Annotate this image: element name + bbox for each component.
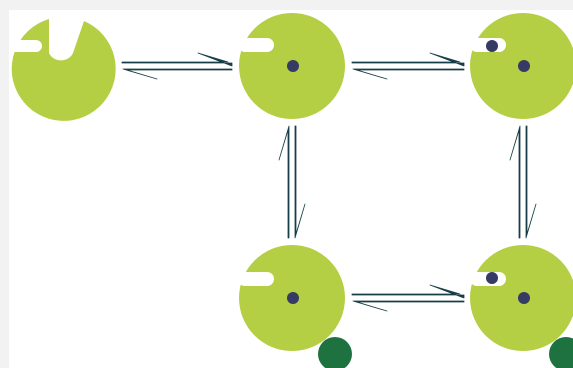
reverse-half-arrow	[122, 68, 233, 80]
down-half-arrow	[525, 125, 537, 239]
equilibrium-arrow-4-5	[351, 284, 465, 312]
equilibrium-arrow-2-4	[278, 125, 306, 239]
small-ligand-dot	[287, 292, 299, 304]
receptor-slot	[9, 40, 42, 52]
small-ligand-dot	[486, 40, 498, 52]
equilibrium-arrow-1-2	[121, 52, 233, 80]
small-ligand-dot	[486, 272, 498, 284]
receptor-slot	[238, 38, 274, 52]
equilibrium-arrow-2-3	[351, 52, 465, 80]
large-ligand-dot	[549, 337, 573, 368]
small-ligand-dot	[287, 60, 299, 72]
receptor-slot	[238, 272, 274, 286]
small-ligand-dot	[518, 60, 530, 72]
state-receptor-2-small	[470, 13, 573, 119]
state-receptor-1-small-large	[238, 245, 352, 368]
state-receptor-1-small	[238, 13, 345, 119]
down-half-arrow	[294, 125, 306, 239]
forward-half-arrow	[121, 52, 233, 67]
reverse-half-arrow	[352, 68, 465, 80]
state-free-receptor	[9, 19, 116, 121]
equilibrium-arrow-3-5	[509, 125, 537, 239]
reverse-half-arrow	[352, 300, 465, 312]
large-ligand-dot	[318, 337, 352, 368]
small-ligand-dot	[518, 292, 530, 304]
state-receptor-2-small-large	[470, 245, 573, 368]
up-half-arrow	[278, 125, 290, 239]
up-half-arrow	[509, 125, 521, 239]
forward-half-arrow	[351, 284, 465, 299]
forward-half-arrow	[351, 52, 465, 67]
